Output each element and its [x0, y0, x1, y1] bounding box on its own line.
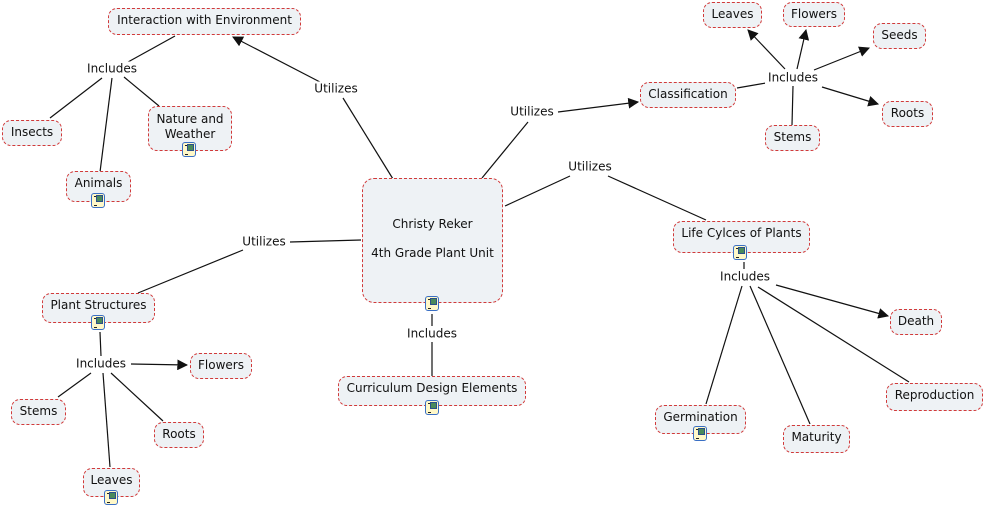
link-includes-maturity — [749, 285, 811, 425]
link-includes-nature — [123, 76, 160, 107]
link-center-utilizes-interaction — [342, 97, 394, 180]
linking-phrase-includes[interactable]: Includes — [84, 61, 140, 77]
concept-death[interactable]: Death — [890, 309, 942, 335]
concept-curriculum-design[interactable]: Curriculum Design Elements — [338, 376, 526, 406]
concept-ps-stems[interactable]: Stems — [11, 399, 66, 425]
concept-ps-roots[interactable]: Roots — [154, 422, 204, 448]
concept-ps-flowers[interactable]: Flowers — [190, 353, 252, 379]
concept-cls-seeds[interactable]: Seeds — [873, 23, 926, 49]
link-includes-leaves — [747, 29, 786, 70]
document-resource-icon[interactable] — [182, 142, 196, 157]
link-classification-includes — [736, 82, 767, 89]
link-includes-ps-flowers — [130, 359, 189, 371]
concept-maturity[interactable]: Maturity — [783, 425, 850, 453]
link-utilizes-interaction-arrow — [232, 36, 321, 83]
concept-cls-roots[interactable]: Roots — [882, 101, 933, 127]
linking-phrase-includes[interactable]: Includes — [404, 326, 460, 342]
concept-cls-flowers[interactable]: Flowers — [783, 2, 845, 27]
link-includes-reproduction — [757, 286, 910, 383]
document-resource-icon[interactable] — [104, 490, 118, 505]
document-resource-icon[interactable] — [693, 426, 707, 441]
link-includes-stems — [791, 85, 794, 126]
link-utilizes-structures — [137, 249, 244, 294]
link-center-utilizes-classification — [481, 121, 529, 179]
link-center-utilizes-structures — [289, 239, 362, 243]
concept-cls-stems[interactable]: Stems — [765, 125, 820, 151]
linking-phrase-utilizes[interactable]: Utilizes — [239, 234, 289, 250]
concept-reproduction[interactable]: Reproduction — [886, 383, 983, 411]
linking-phrase-includes[interactable]: Includes — [717, 269, 773, 285]
link-includes-animals — [99, 77, 113, 173]
linking-phrase-includes[interactable]: Includes — [73, 356, 129, 372]
concept-center-title: 4th Grade Plant Unit — [371, 246, 494, 260]
link-interaction-includes — [127, 35, 176, 63]
document-resource-icon[interactable] — [91, 315, 105, 330]
linking-phrase-includes[interactable]: Includes — [765, 70, 821, 86]
link-utilizes-life — [607, 175, 707, 221]
linking-phrase-utilizes[interactable]: Utilizes — [507, 104, 557, 120]
concept-center[interactable]: Christy Reker 4th Grade Plant Unit — [362, 178, 503, 303]
link-includes-flowers — [796, 28, 810, 70]
link-utilizes-classification-arrow — [557, 97, 640, 113]
linking-phrase-utilizes[interactable]: Utilizes — [311, 81, 361, 97]
document-resource-icon[interactable] — [425, 296, 439, 311]
concept-cls-leaves[interactable]: Leaves — [703, 2, 762, 28]
link-includes-seeds — [813, 46, 871, 71]
document-resource-icon[interactable] — [425, 400, 439, 415]
concept-classification[interactable]: Classification — [640, 82, 736, 108]
linking-phrase-utilizes[interactable]: Utilizes — [565, 159, 615, 175]
link-includes-ps-roots — [110, 372, 164, 422]
link-center-utilizes-life — [504, 175, 571, 207]
link-includes-roots — [821, 86, 880, 107]
link-includes-insects — [49, 77, 103, 119]
concept-center-name: Christy Reker — [392, 217, 473, 231]
document-resource-icon[interactable] — [91, 193, 105, 208]
document-resource-icon[interactable] — [733, 245, 747, 260]
link-includes-germination — [705, 285, 743, 405]
concept-insects[interactable]: Insects — [2, 120, 62, 146]
link-includes-death — [775, 284, 890, 319]
link-structures-includes — [99, 331, 102, 357]
link-includes-ps-leaves — [102, 372, 111, 468]
link-includes-ps-stems — [57, 372, 92, 398]
concept-nature-weather[interactable]: Nature and Weather — [148, 106, 232, 151]
concept-interaction-environment[interactable]: Interaction with Environment — [108, 8, 301, 35]
